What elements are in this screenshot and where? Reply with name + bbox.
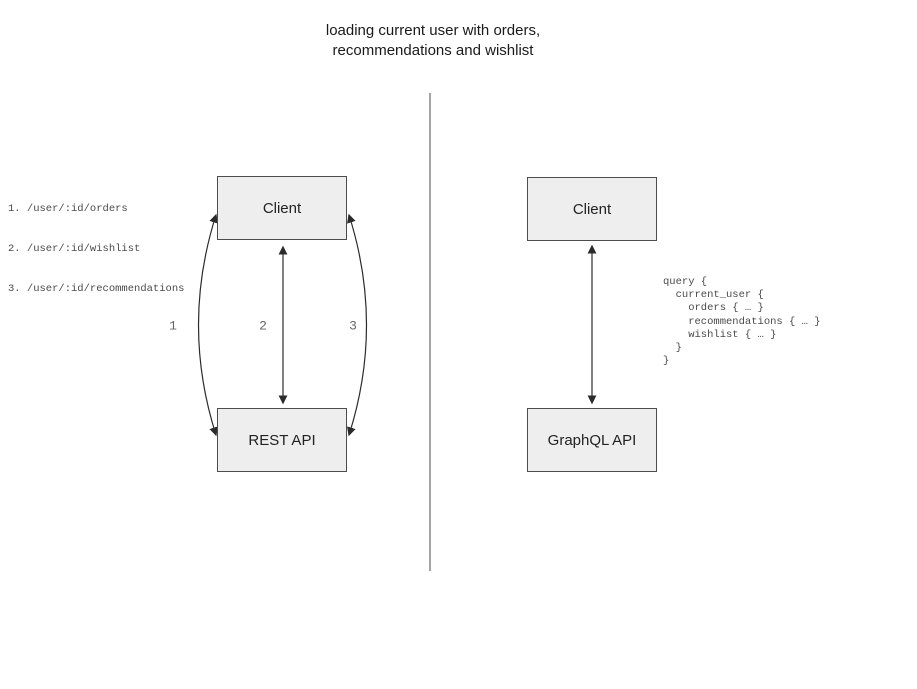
rest-endpoint-recommendations: 3. /user/:id/recommendations xyxy=(8,282,185,295)
rest-api-box: REST API xyxy=(217,408,347,472)
rest-client-box: Client xyxy=(217,176,347,240)
diagram-title-line2: recommendations and wishlist xyxy=(332,42,534,59)
rest-arrow-label-2: 2 xyxy=(259,318,267,334)
graphql-api-box: GraphQL API xyxy=(527,408,657,472)
rest-endpoint-wishlist: 2. /user/:id/wishlist xyxy=(8,243,141,256)
rest-api-label: REST API xyxy=(248,431,316,449)
diagram-title: loading current user with orders, recomm… xyxy=(173,21,693,61)
rest-client-label: Client xyxy=(262,199,302,217)
graphql-api-label: GraphQL API xyxy=(547,431,637,449)
rest-endpoints-list: 1. /user/:id/orders 2. /user/:id/wishlis… xyxy=(8,177,184,322)
rest-arrow-1-curve xyxy=(197,213,218,437)
rest-arrow-label-3: 3 xyxy=(349,318,357,334)
diagram-title-line1: loading current user with orders, xyxy=(325,22,541,39)
rest-endpoint-orders: 1. /user/:id/orders xyxy=(8,203,128,216)
rest-arrow-label-1: 1 xyxy=(169,318,177,334)
rest-arrow-3-curve xyxy=(347,213,368,437)
graphql-client-box: Client xyxy=(527,177,657,241)
graphql-query-code: query { current_user { orders { … } reco… xyxy=(663,276,821,368)
graphql-client-label: Client xyxy=(572,200,612,218)
